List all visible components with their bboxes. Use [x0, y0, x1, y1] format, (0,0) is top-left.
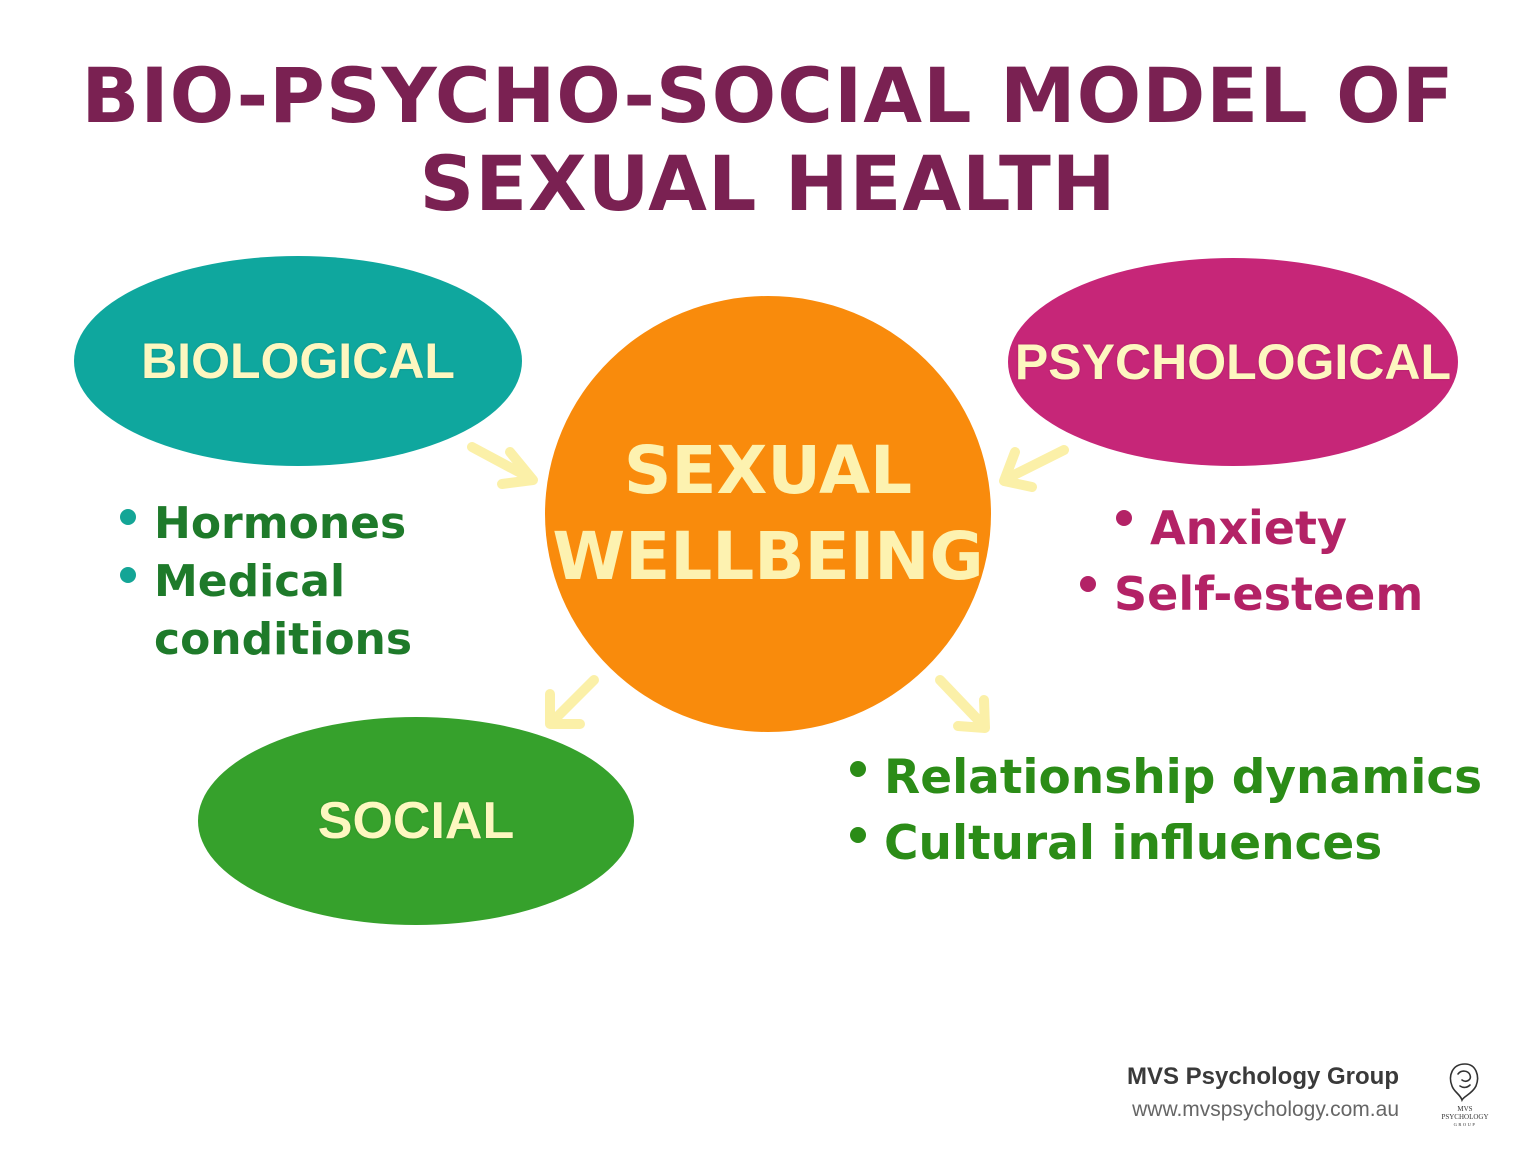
social-factors-list: Relationship dynamics Cultural influence…	[848, 745, 1528, 877]
svg-text:PSYCHOLOGY: PSYCHOLOGY	[1441, 1113, 1488, 1121]
center-line-1: SEXUAL	[623, 432, 913, 509]
social-oval: SOCIAL	[198, 717, 634, 925]
social-factor: Relationship dynamics	[884, 750, 1483, 805]
mvs-logo-icon: MVS PSYCHOLOGY GROUP	[1441, 1063, 1489, 1127]
list-item: Anxiety	[1114, 495, 1423, 561]
list-item: Self-esteem	[1078, 561, 1423, 627]
psychological-oval: PSYCHOLOGICAL	[1008, 258, 1458, 466]
biological-factor: Hormones	[154, 498, 407, 549]
biological-oval: BIOLOGICAL	[74, 256, 522, 466]
list-item: Medical conditions	[118, 553, 478, 669]
center-line-2: WELLBEING	[552, 518, 984, 595]
brand-url: www.mvspsychology.com.au	[1132, 1098, 1399, 1121]
bullet-icon	[1080, 576, 1096, 592]
social-factor: Cultural influences	[884, 816, 1383, 871]
psychological-factor: Self-esteem	[1114, 567, 1424, 621]
arrow-biological-to-center	[467, 442, 538, 489]
social-label: SOCIAL	[317, 792, 515, 850]
title-line-2: SEXUAL HEALTH	[419, 139, 1117, 228]
brand-name: MVS Psychology Group	[1126, 1063, 1399, 1090]
list-item: Hormones	[118, 495, 478, 553]
svg-text:MVS: MVS	[1457, 1105, 1472, 1113]
bullet-icon	[1116, 510, 1132, 526]
psychological-factors-list: Anxiety Self-esteem	[1078, 495, 1423, 627]
bullet-icon	[850, 826, 866, 843]
arrow-center-to-social	[545, 675, 599, 729]
brand-footer: MVS Psychology Group www.mvspsychology.c…	[1127, 1060, 1399, 1126]
title-line-1: BIO-PSYCHO-SOCIAL MODEL OF	[81, 51, 1455, 140]
biological-factor: Medical conditions	[154, 556, 413, 665]
psychological-factor: Anxiety	[1150, 501, 1347, 555]
bullet-icon	[120, 509, 136, 525]
bullet-icon	[120, 567, 136, 583]
svg-text:GROUP: GROUP	[1454, 1122, 1477, 1127]
diagram-title: BIO-PSYCHO-SOCIAL MODEL OF SEXUAL HEALTH	[0, 52, 1536, 228]
bullet-icon	[850, 760, 866, 777]
arrow-psychological-to-center	[999, 445, 1069, 492]
biological-factors-list: Hormones Medical conditions	[118, 495, 478, 669]
biological-label: BIOLOGICAL	[141, 333, 455, 389]
sexual-wellbeing-circle: SEXUAL WELLBEING	[545, 296, 991, 732]
list-item: Cultural influences	[848, 811, 1528, 877]
arrow-center-to-social-factors	[935, 675, 990, 733]
list-item: Relationship dynamics	[848, 745, 1528, 811]
psychological-label: PSYCHOLOGICAL	[1014, 334, 1452, 390]
